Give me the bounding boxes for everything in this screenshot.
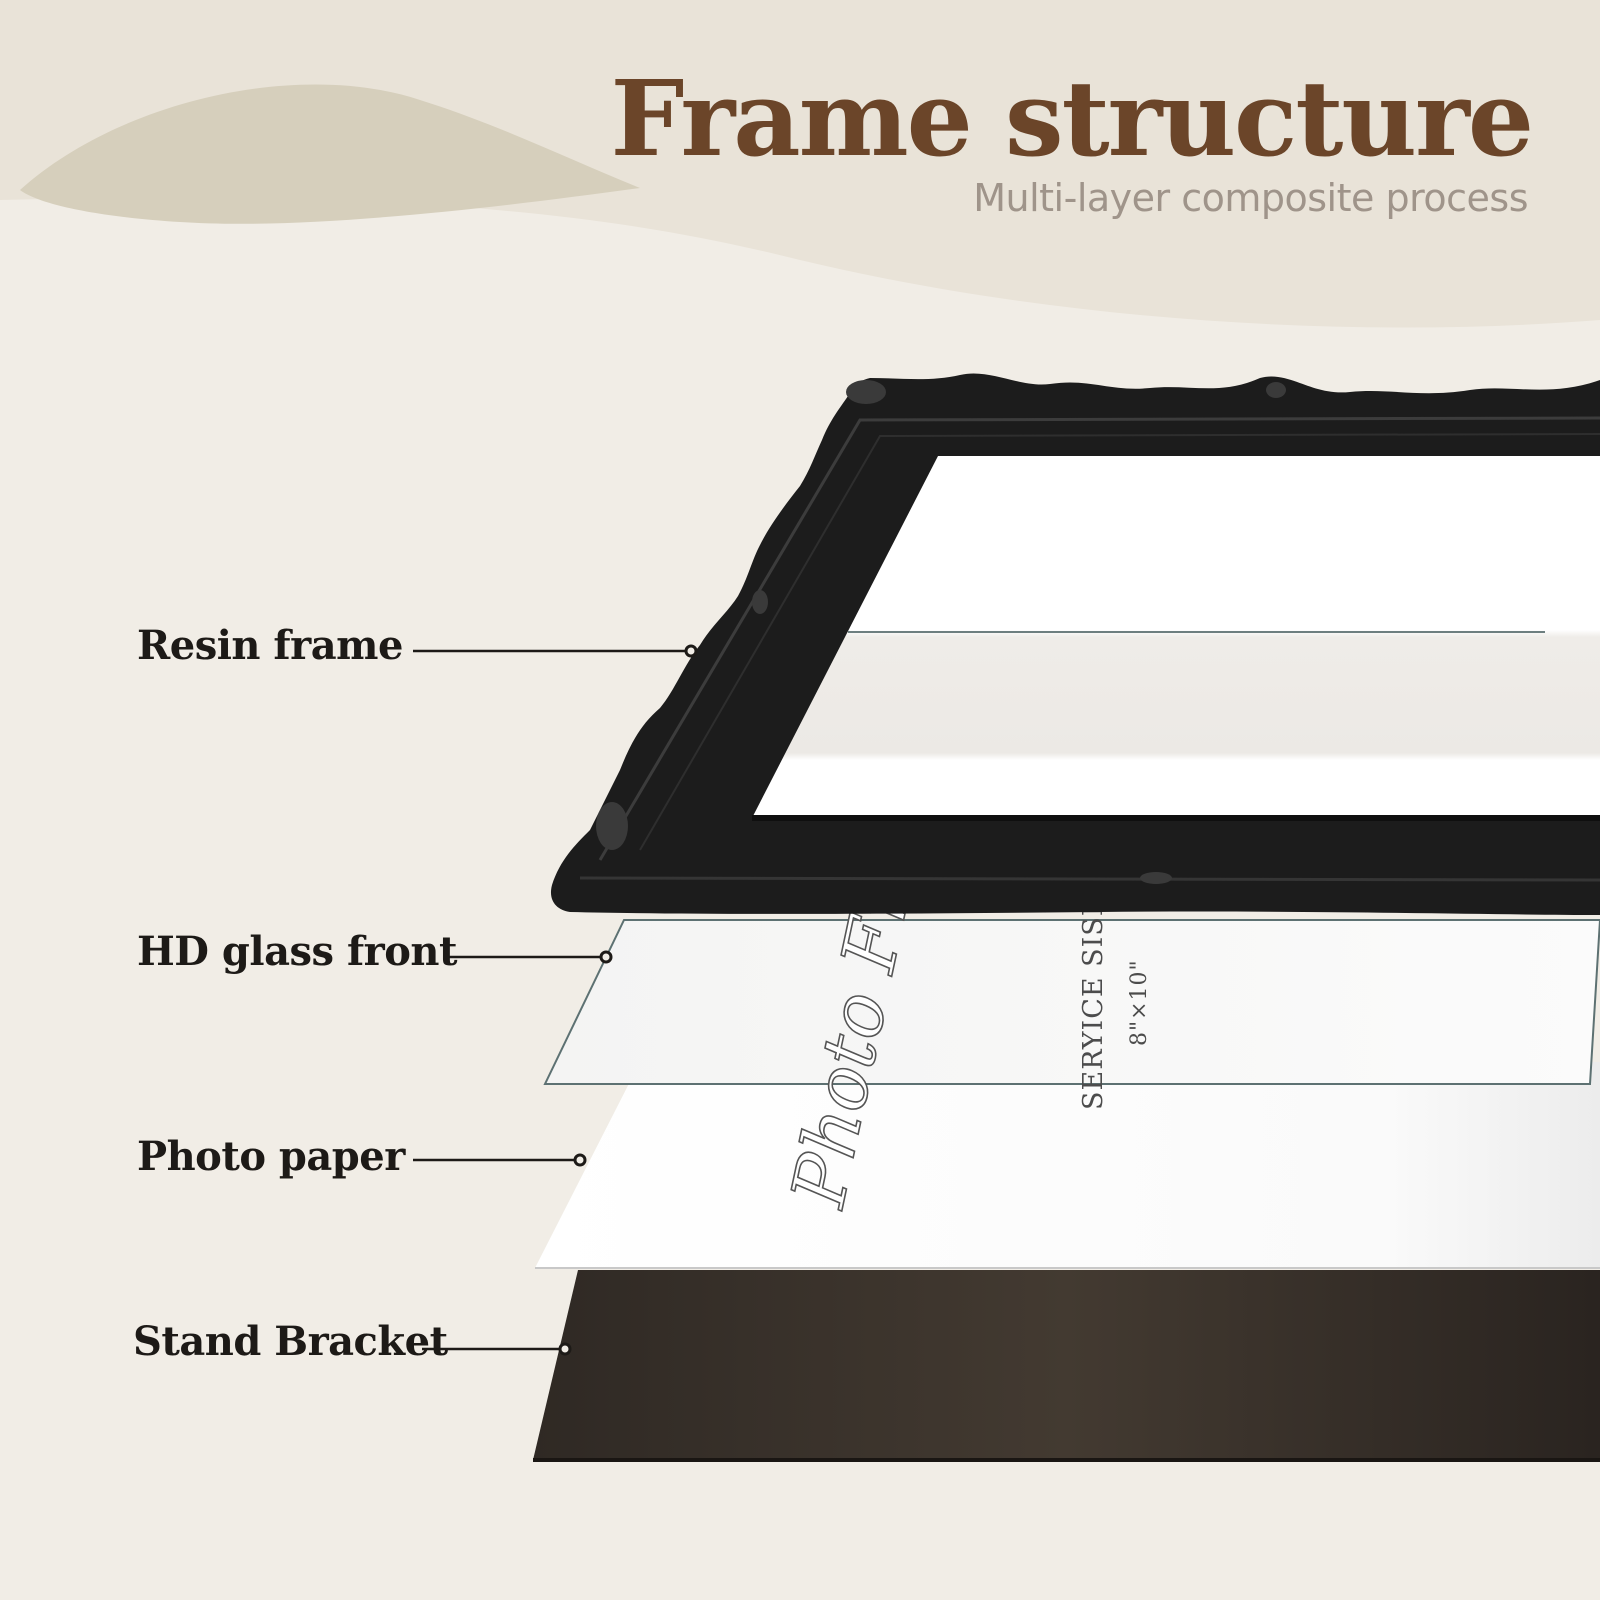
- layer-label-photo-paper: Photo paper: [137, 1133, 405, 1180]
- header-band: [0, 0, 1600, 328]
- resin-frame: [550, 373, 1600, 916]
- resin-frame-moulding-2: [639, 433, 1600, 851]
- frame-opening: [752, 456, 1600, 818]
- leader-dot-stand: [558, 1342, 572, 1356]
- stand-bracket: [533, 1270, 1600, 1460]
- layer-label-glass-front: HD glass front: [137, 928, 457, 975]
- page-subtitle: Multi-layer composite process: [973, 176, 1528, 220]
- leader-dot-glass: [599, 950, 613, 964]
- wave-shape: [20, 84, 640, 224]
- resin-frame-moulding-1: [598, 416, 1600, 861]
- paper-print-size: 8"×10": [1127, 959, 1152, 1046]
- leader-dot-resin: [684, 644, 698, 658]
- layer-label-stand-bracket: Stand Bracket: [133, 1318, 448, 1365]
- photo-paper: [535, 1062, 1600, 1268]
- glass-front: [543, 919, 1600, 1085]
- resin-frame-moulding-3: [579, 876, 1600, 882]
- leader-dots: [558, 644, 698, 1356]
- page-title: Frame structure: [610, 57, 1534, 180]
- layer-label-resin-frame: Resin frame: [137, 622, 403, 669]
- leader-lines: [413, 649, 688, 1351]
- leader-dot-paper: [573, 1153, 587, 1167]
- resin-frame-ornaments: [596, 380, 1286, 884]
- paper-print-service: SERYICE SISE: [1078, 895, 1109, 1110]
